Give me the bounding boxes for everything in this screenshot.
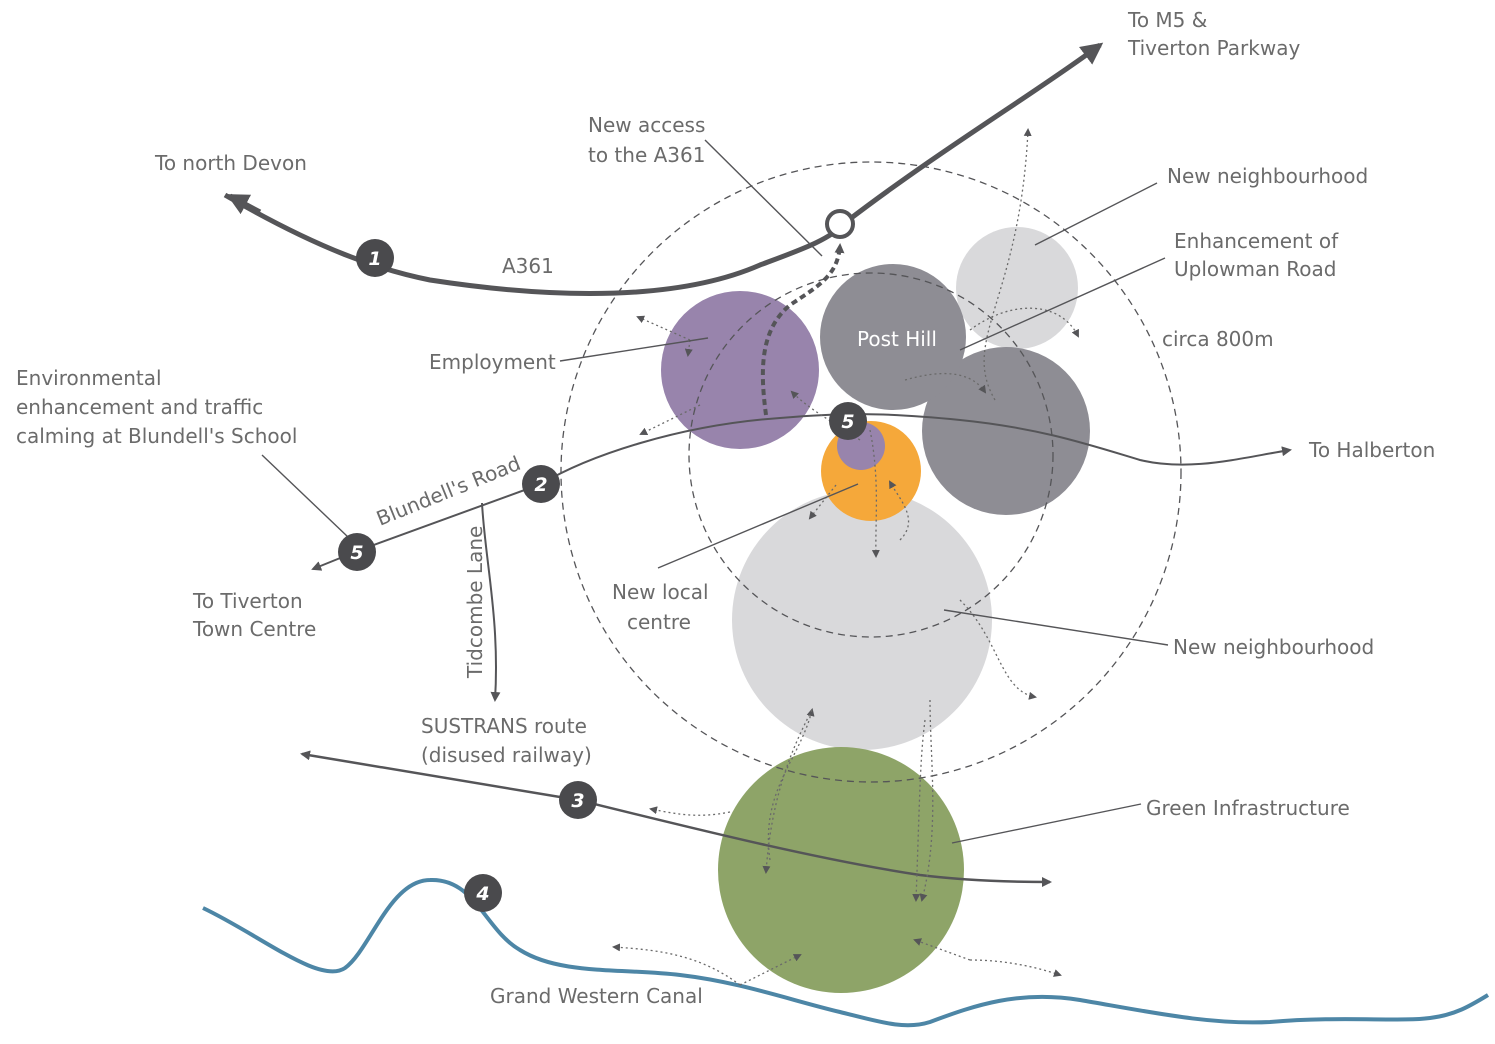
- environmental-leader: [261, 454, 349, 538]
- new-neighbourhood-top-leader: [1034, 182, 1158, 246]
- to-m5-label-line2: Tiverton Parkway: [1127, 36, 1300, 60]
- badge-1: 1: [356, 239, 394, 277]
- inner-radius-ring: [688, 272, 1054, 638]
- new-neighbourhood-top-label: New neighbourhood: [1167, 164, 1368, 188]
- enhancement-label: Enhancement of: [1174, 229, 1339, 253]
- dotted-connections: [612, 128, 1079, 986]
- new-local-centre-leader: [657, 483, 859, 569]
- new-neighbourhood-bottom-leader: [943, 609, 1169, 646]
- environmental-label-line2: enhancement and traffic: [16, 395, 263, 419]
- outer-radius-ring: [560, 161, 1182, 783]
- new-access-label: New access: [588, 113, 705, 137]
- grand-western-canal-line: [202, 877, 1490, 1028]
- green-infrastructure-label: Green Infrastructure: [1146, 796, 1350, 820]
- employment-circle: [661, 291, 819, 449]
- employment-label: Employment: [429, 350, 556, 374]
- a361-junction-marker: [825, 209, 855, 239]
- circa-label: circa 800m: [1162, 327, 1274, 351]
- neighbourhood-east-circle: [922, 347, 1090, 515]
- tidcombe-lane: [481, 502, 501, 702]
- sustrans-route-east: [577, 798, 1052, 887]
- blundells-road: [540, 413, 1292, 485]
- new-neighbourhood-south-circle: [732, 490, 992, 750]
- sustrans-label: SUSTRANS route: [421, 714, 587, 738]
- enhancement-label-line2: Uplowman Road: [1174, 257, 1336, 281]
- svg-text:5: 5: [350, 542, 363, 564]
- badge-3: 3: [559, 781, 597, 819]
- new-local-centre-label-line2: centre: [627, 610, 691, 634]
- badge-2: 2: [522, 465, 560, 503]
- new-neighbourhood-north-circle: [956, 227, 1078, 349]
- badge-5-local-centre: 5: [829, 402, 867, 440]
- green-infrastructure-leader: [951, 803, 1142, 844]
- to-halberton-label: To Halberton: [1308, 438, 1435, 462]
- to-tiverton-label-line2: Town Centre: [192, 617, 316, 641]
- badge-5-school: 5: [338, 533, 376, 571]
- to-tiverton-label: To Tiverton: [192, 589, 303, 613]
- green-infrastructure-circle: [718, 747, 964, 993]
- svg-text:4: 4: [475, 883, 489, 905]
- new-local-centre-label: New local: [612, 580, 709, 604]
- svg-text:2: 2: [534, 474, 547, 496]
- svg-text:1: 1: [368, 248, 381, 270]
- new-neighbourhood-bottom-label: New neighbourhood: [1173, 635, 1374, 659]
- post-hill-label: Post Hill: [857, 327, 937, 351]
- a361-west-arrow: [226, 193, 262, 215]
- to-north-devon-label: To north Devon: [154, 151, 307, 175]
- enhancement-leader: [959, 257, 1166, 351]
- svg-text:3: 3: [571, 790, 584, 812]
- new-access-route: [760, 243, 845, 416]
- tidcombe-lane-label: Tidcombe Lane: [463, 526, 487, 679]
- new-access-leader: [704, 139, 823, 257]
- a361-label: A361: [502, 254, 554, 278]
- employment-leader: [559, 337, 709, 362]
- sustrans-label-line2: (disused railway): [421, 743, 592, 767]
- sustrans-route: [300, 750, 579, 802]
- badge-4: 4: [464, 874, 502, 912]
- environmental-label-line3: calming at Blundell's School: [16, 424, 297, 448]
- to-m5-label: To M5 &: [1127, 8, 1207, 32]
- post-hill-circle: [820, 264, 966, 410]
- grand-western-canal-label: Grand Western Canal: [490, 984, 703, 1008]
- new-access-label-line2: to the A361: [588, 143, 705, 167]
- environmental-label: Environmental: [16, 366, 162, 390]
- svg-text:5: 5: [841, 411, 854, 433]
